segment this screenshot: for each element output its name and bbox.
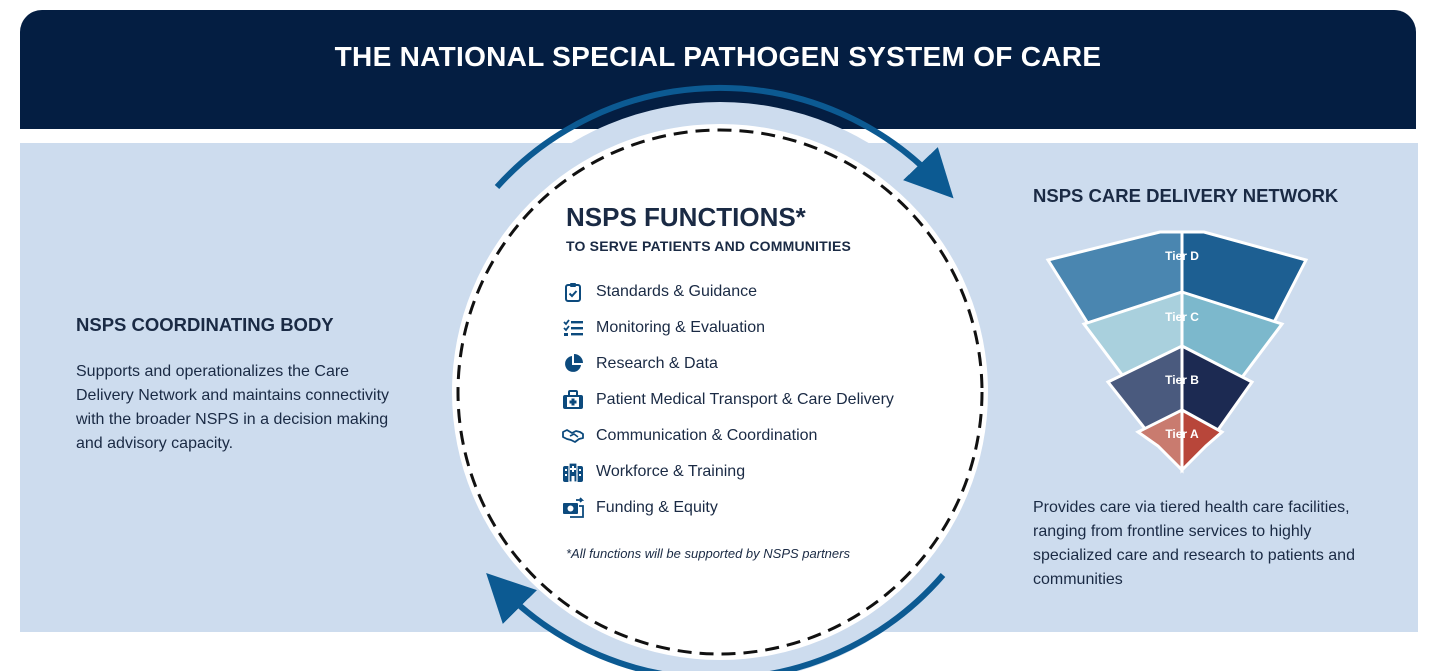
coordinating-body-description: Supports and operationalizes the Care De…: [76, 363, 390, 452]
care-network-description: Provides care via tiered health care fac…: [1033, 499, 1355, 588]
tier-a-label: Tier A: [1165, 427, 1199, 441]
function-label: Research & Data: [596, 355, 718, 372]
medical-bag-icon: [562, 389, 584, 411]
function-label: Communication & Coordination: [596, 427, 818, 444]
tier-a-shape: [1135, 407, 1225, 474]
function-item-workforce: Workforce & Training: [562, 454, 936, 490]
hospital-building-icon: [562, 461, 584, 483]
handshake-icon: [562, 425, 584, 447]
function-item-monitoring: Monitoring & Evaluation: [562, 310, 936, 346]
care-network-title: NSPS CARE DELIVERY NETWORK: [1033, 185, 1339, 206]
function-label: Patient Medical Transport & Care Deliver…: [596, 391, 894, 408]
money-exchange-icon: [562, 497, 584, 519]
checklist-icon: [562, 317, 584, 339]
dashed-circle: [456, 128, 984, 656]
bottom-cycle-arrow: [486, 572, 946, 671]
functions-subtitle: TO SERVE PATIENTS AND COMMUNITIES: [566, 238, 852, 254]
tier-funnel: Tier D Tier C Tier B Tier A: [1045, 230, 1309, 474]
inner-white-disc: [452, 124, 988, 660]
function-label: Workforce & Training: [596, 463, 746, 480]
function-label: Funding & Equity: [596, 499, 718, 516]
functions-title: NSPS FUNCTIONS*: [566, 202, 806, 232]
tier-d-label: Tier D: [1165, 249, 1199, 263]
function-item-communication: Communication & Coordination: [562, 418, 936, 454]
functions-section: NSPS FUNCTIONS* TO SERVE PATIENTS AND CO…: [562, 202, 936, 561]
function-item-funding: Funding & Equity: [562, 490, 936, 526]
function-item-research: Research & Data: [562, 346, 936, 382]
function-label: Standards & Guidance: [596, 283, 757, 300]
clipboard-check-icon: [562, 281, 584, 303]
functions-list: Standards & Guidance Monitoring & Evalua…: [562, 274, 936, 526]
top-cycle-arrow: [494, 84, 954, 199]
coordinating-body-section: NSPS COORDINATING BODY Supports and oper…: [76, 314, 406, 456]
function-item-standards: Standards & Guidance: [562, 274, 936, 310]
coordinating-body-title: NSPS COORDINATING BODY: [76, 314, 334, 335]
tier-c-label: Tier C: [1165, 310, 1199, 324]
tier-b-label: Tier B: [1165, 373, 1199, 387]
pie-chart-icon: [562, 353, 584, 375]
page-title: THE NATIONAL SPECIAL PATHOGEN SYSTEM OF …: [334, 41, 1102, 72]
function-item-transport: Patient Medical Transport & Care Deliver…: [562, 382, 936, 418]
functions-footnote: *All functions will be supported by NSPS…: [566, 546, 850, 561]
function-label: Monitoring & Evaluation: [596, 319, 765, 336]
